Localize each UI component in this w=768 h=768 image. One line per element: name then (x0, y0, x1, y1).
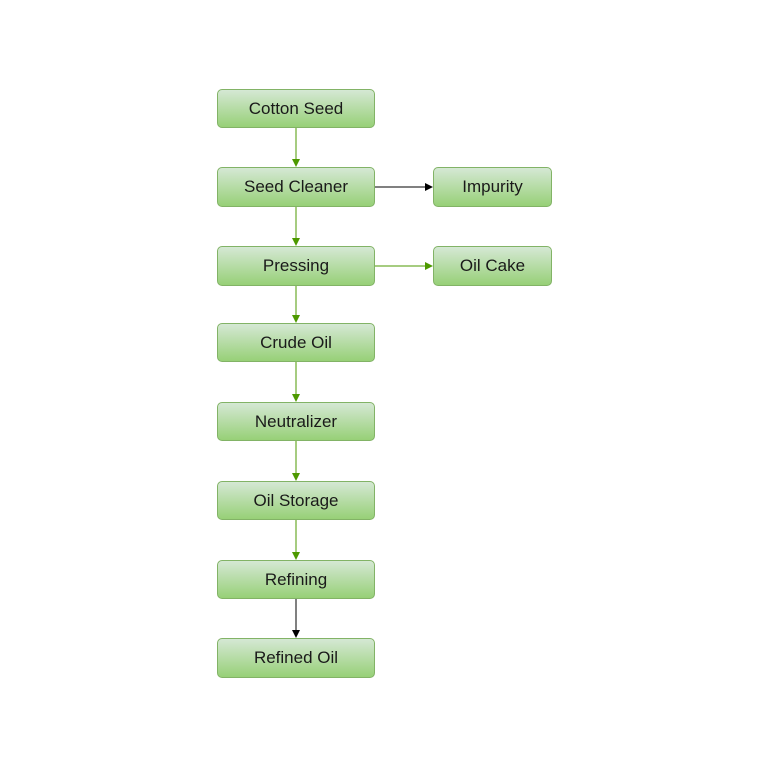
node-oil-cake: Oil Cake (433, 246, 552, 286)
node-label: Neutralizer (254, 411, 338, 431)
node-cotton-seed: Cotton Seed (217, 89, 375, 128)
node-label: Oil Storage (253, 490, 339, 510)
node-pressing: Pressing (217, 246, 375, 286)
node-label: Crude Oil (260, 332, 332, 352)
node-neutralizer: Neutralizer (217, 402, 375, 441)
node-label: Refining (264, 569, 328, 589)
node-crude-oil: Crude Oil (217, 323, 375, 362)
node-refined-oil: Refined Oil (217, 638, 375, 678)
node-label: Pressing (262, 256, 330, 275)
node-label: Oil Cake (459, 256, 526, 275)
node-impurity: Impurity (433, 167, 552, 207)
node-seed-cleaner: Seed Cleaner (217, 167, 375, 207)
node-label: Cotton Seed (248, 98, 344, 118)
node-oil-storage: Oil Storage (217, 481, 375, 520)
node-label: Seed Cleaner (244, 177, 348, 196)
node-refining: Refining (217, 560, 375, 599)
node-label: Refined Oil (253, 648, 339, 667)
node-label: Impurity (462, 177, 523, 196)
